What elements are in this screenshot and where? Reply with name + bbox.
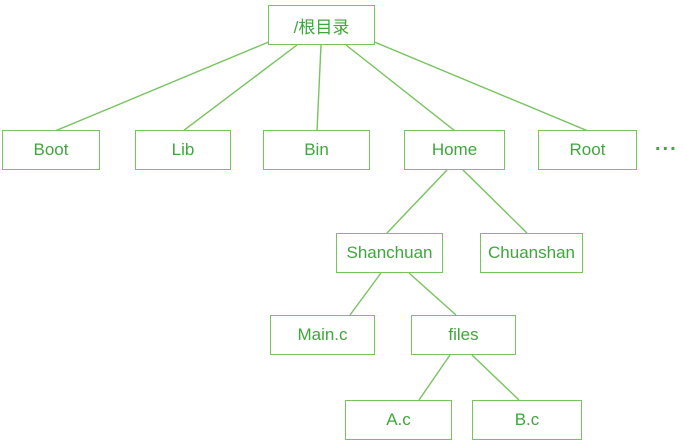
node-ac: A.c bbox=[345, 400, 452, 440]
node-rootdir: Root bbox=[538, 130, 637, 170]
connector-root-home bbox=[345, 44, 456, 132]
node-root-directory-label: /根目录 bbox=[293, 17, 350, 37]
node-files: files bbox=[411, 315, 516, 355]
node-boot-label: Boot bbox=[33, 140, 69, 159]
node-ac-label: A.c bbox=[386, 410, 411, 429]
connector-root-boot bbox=[54, 40, 272, 132]
node-mainc-label: Main.c bbox=[297, 325, 348, 344]
node-lib: Lib bbox=[135, 130, 231, 170]
node-bin-label: Bin bbox=[304, 140, 329, 159]
connector-root-bin bbox=[316, 44, 322, 132]
connector-files-bc bbox=[471, 354, 520, 401]
connector-files-ac bbox=[418, 354, 451, 401]
node-root-directory: /根目录 bbox=[268, 5, 375, 45]
node-rootdir-label: Root bbox=[569, 140, 606, 159]
node-chuanshan-label: Chuanshan bbox=[488, 243, 575, 262]
node-chuanshan: Chuanshan bbox=[480, 233, 583, 273]
node-boot: Boot bbox=[2, 130, 100, 170]
connector-home-shanchuan bbox=[386, 169, 448, 234]
connector-home-chuanshan bbox=[462, 169, 528, 234]
node-lib-label: Lib bbox=[171, 140, 195, 159]
connector-shanchuan-mainc bbox=[349, 272, 382, 316]
connector-root-lib bbox=[182, 44, 298, 132]
connector-shanchuan-files bbox=[408, 272, 457, 316]
node-files-label: files bbox=[448, 325, 479, 344]
node-bc-label: B.c bbox=[514, 410, 540, 429]
node-home-label: Home bbox=[431, 140, 478, 159]
node-shanchuan: Shanchuan bbox=[336, 233, 443, 273]
node-shanchuan-label: Shanchuan bbox=[346, 243, 433, 262]
connector-root-rootdir bbox=[371, 40, 589, 132]
more-siblings-ellipsis: ... bbox=[655, 133, 678, 155]
node-bc: B.c bbox=[472, 400, 582, 440]
node-home: Home bbox=[404, 130, 505, 170]
node-bin: Bin bbox=[263, 130, 370, 170]
node-mainc: Main.c bbox=[270, 315, 375, 355]
